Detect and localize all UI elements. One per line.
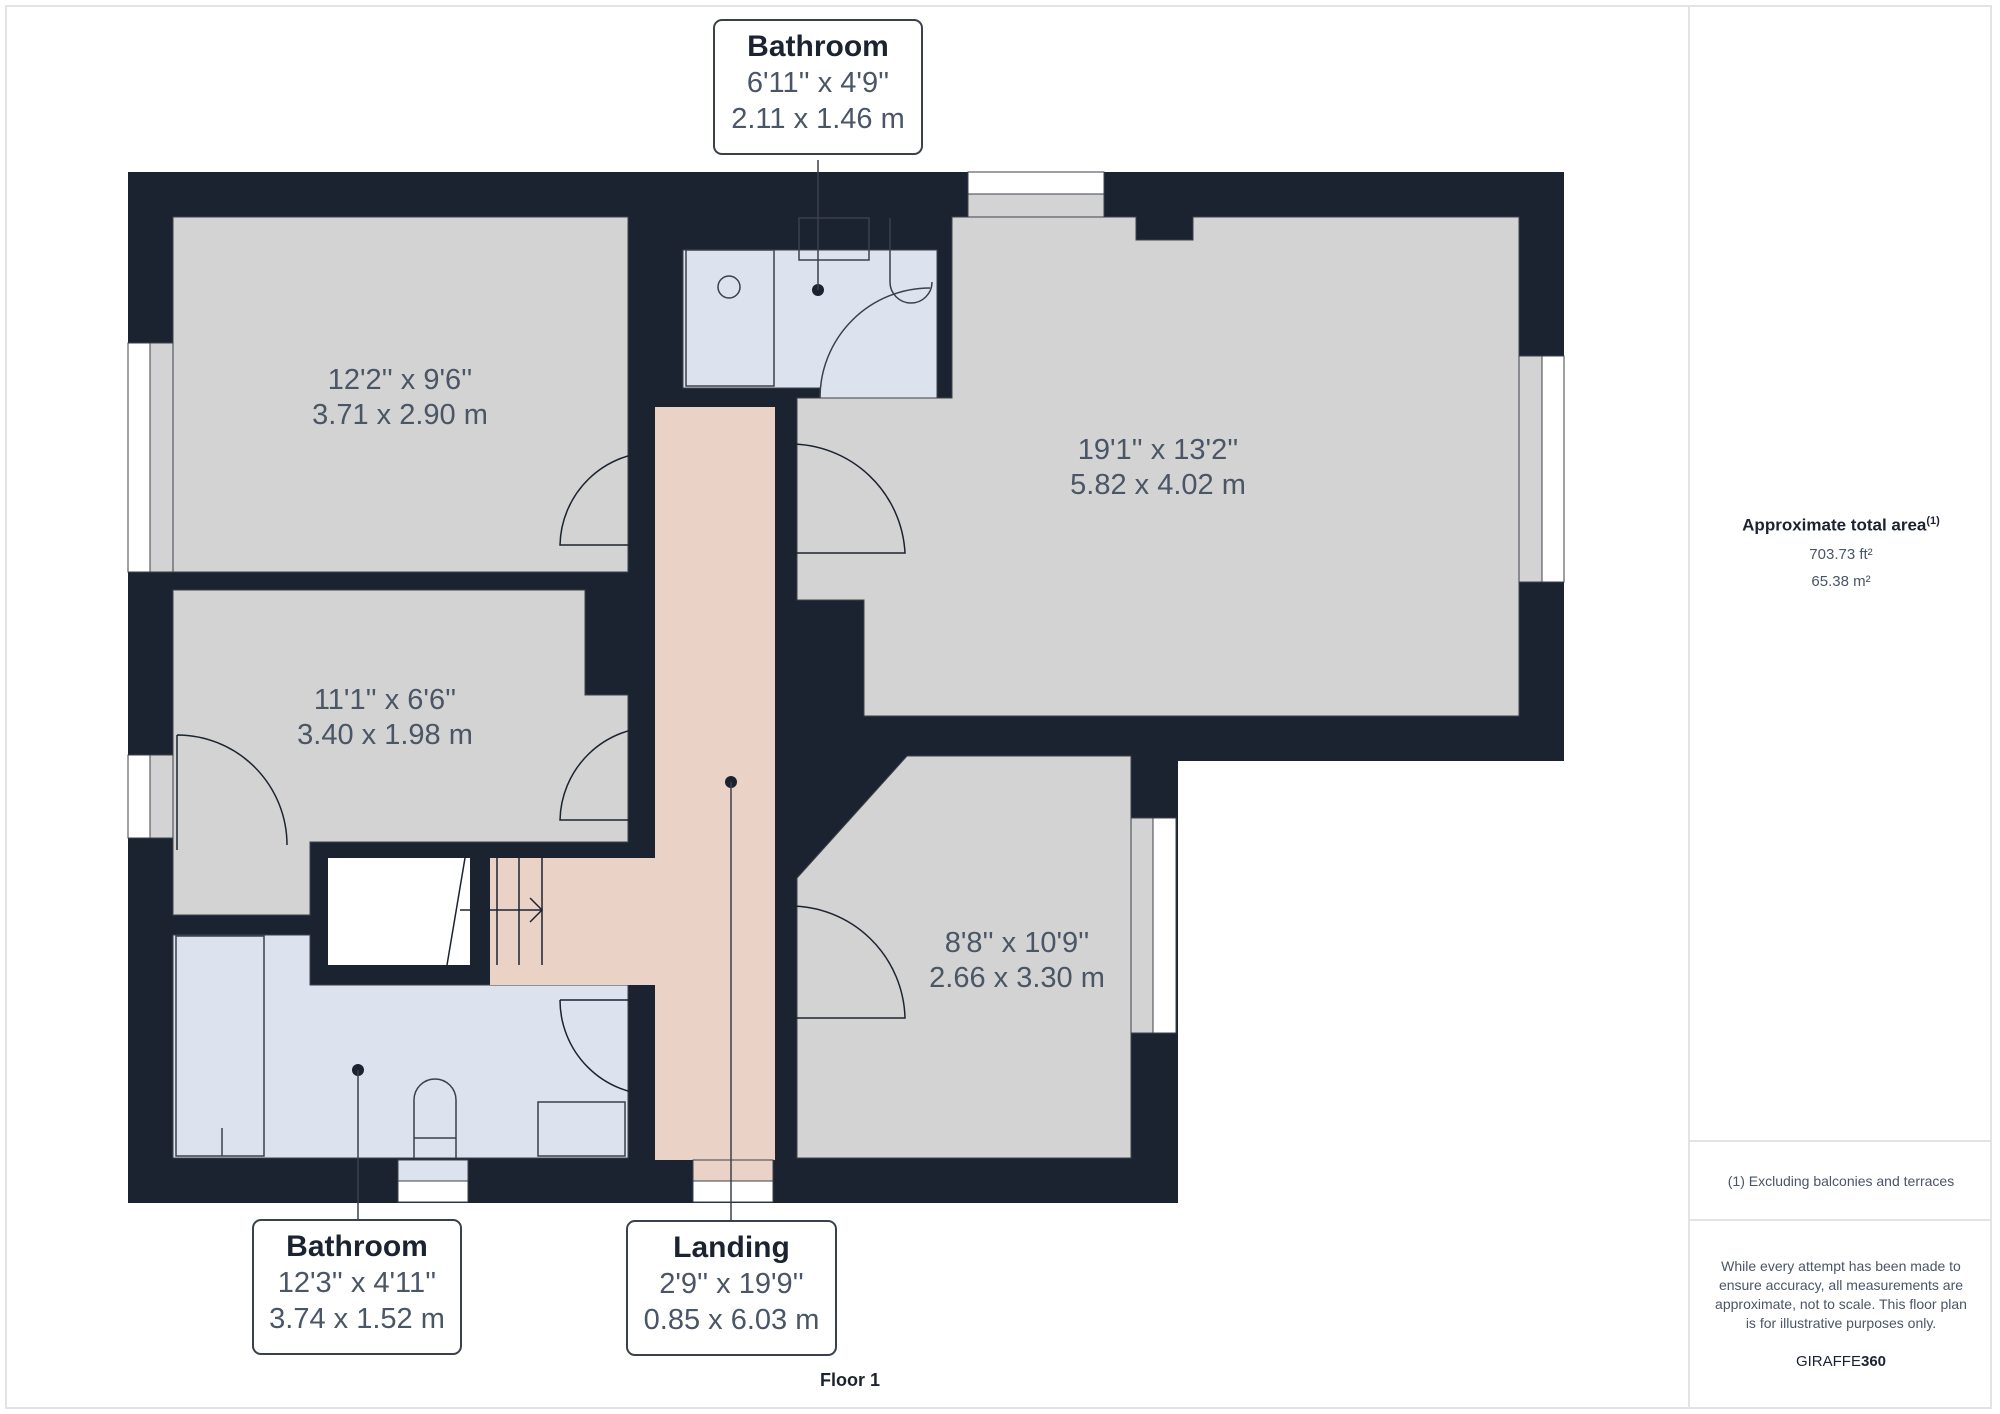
callout-bathroom-lower: Bathroom 12'3'' x 4'11'' 3.74 x 1.52 m — [252, 1219, 462, 1355]
bathroom-top-floor — [682, 249, 938, 399]
total-area: Approximate total area(1) 703.73 ft² 65.… — [1690, 515, 1992, 590]
room-dim-bedroom-3: 19'1'' x 13'2'' 5.82 x 4.02 m — [1008, 433, 1308, 503]
room-imperial: 19'1'' x 13'2'' — [1077, 434, 1239, 466]
room-imperial: 12'2'' x 9'6'' — [327, 364, 473, 396]
floor-label: Floor 1 — [819, 1370, 880, 1390]
room-dim-bedroom-2: 11'1'' x 6'6'' 3.40 x 1.98 m — [235, 683, 535, 753]
brand-light: GIRAFFE — [1795, 1353, 1861, 1370]
stairs — [446, 857, 544, 966]
doors — [176, 443, 906, 1096]
room-metric: 2.66 x 3.30 m — [929, 962, 1105, 994]
room-dim-bedroom-1: 12'2'' x 9'6'' 3.71 x 2.90 m — [250, 363, 550, 433]
bathroom-top-fixtures — [685, 217, 933, 399]
callout-imperial: 12'3'' x 4'11'' — [277, 1267, 437, 1299]
disclaimer: While every attempt has been made to ens… — [1715, 1258, 1967, 1331]
callout-metric: 2.11 x 1.46 m — [731, 103, 905, 135]
callout-title: Bathroom — [747, 30, 889, 63]
callout-title: Bathroom — [286, 1230, 428, 1263]
callout-imperial: 6'11'' x 4'9'' — [746, 67, 890, 99]
footnote: (1) Excluding balconies and terraces — [1727, 1173, 1955, 1189]
footnote-mark: (1) — [1926, 515, 1940, 527]
area-sqm: 65.38 m² — [1811, 572, 1871, 590]
room-metric: 3.71 x 2.90 m — [312, 399, 488, 431]
stair-void — [328, 858, 470, 965]
landing-floor — [490, 407, 775, 1160]
brand-bold: 360 — [1860, 1353, 1887, 1370]
room-metric: 5.82 x 4.02 m — [1070, 469, 1246, 501]
bathroom-lower-fixtures — [175, 935, 626, 1158]
area-title-text: Approximate total area — [1742, 515, 1927, 535]
callout-landing: Landing 2'9'' x 19'9'' 0.85 x 6.03 m — [626, 1220, 837, 1356]
floor-plan — [127, 160, 1565, 1222]
room-imperial: 8'8'' x 10'9'' — [944, 927, 1090, 959]
divider — [1690, 1219, 1992, 1221]
brand-logo: GIRAFFE360 — [1690, 1353, 1992, 1370]
callout-metric: 3.74 x 1.52 m — [269, 1303, 445, 1335]
bedroom-4-floor — [796, 755, 1132, 1159]
callout-imperial: 2'9'' x 19'9'' — [659, 1268, 804, 1300]
info-panel: Approximate total area(1) 703.73 ft² 65.… — [1688, 5, 1992, 1409]
area-sqft: 703.73 ft² — [1809, 545, 1873, 563]
room-imperial: 11'1'' x 6'6'' — [313, 684, 457, 716]
room-metric: 3.40 x 1.98 m — [297, 719, 473, 751]
room-dim-bedroom-4: 8'8'' x 10'9'' 2.66 x 3.30 m — [867, 926, 1167, 996]
callout-metric: 0.85 x 6.03 m — [643, 1304, 820, 1336]
bedroom-1-floor — [172, 216, 629, 573]
callout-title: Landing — [673, 1231, 790, 1264]
divider — [1690, 1140, 1992, 1142]
bedroom-3-floor — [796, 216, 1520, 717]
callout-bathroom-top: Bathroom 6'11'' x 4'9'' 2.11 x 1.46 m — [713, 19, 923, 155]
page-frame — [5, 5, 1992, 1409]
area-title: Approximate total area(1) — [1690, 515, 1992, 536]
